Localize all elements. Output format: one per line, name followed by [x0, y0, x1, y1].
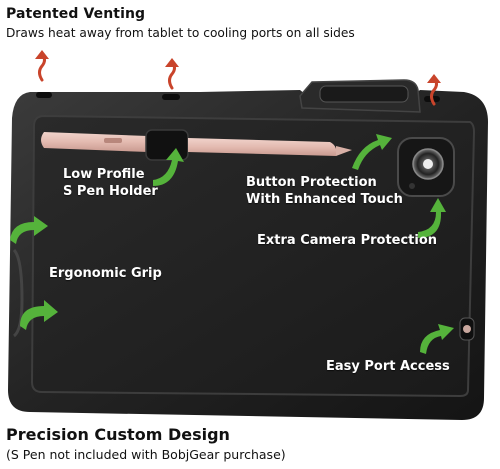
case-inner — [30, 114, 476, 398]
wavy-up-arrow-icon — [35, 50, 49, 82]
grip-ridge — [12, 248, 24, 338]
header-subtitle: Draws heat away from tablet to cooling p… — [6, 26, 355, 40]
callout-pen-holder: Low Profile S Pen Holder — [63, 166, 158, 200]
callout-pen-holder-line1: Low Profile — [63, 167, 145, 182]
curved-arrow-icon — [352, 134, 392, 170]
wavy-up-arrow-icon — [427, 74, 441, 106]
callout-camera: Extra Camera Protection — [257, 233, 438, 248]
callout-button-protection-line1: Button Protection — [246, 175, 377, 190]
curved-arrow-icon — [418, 198, 446, 238]
curved-arrow-icon — [20, 300, 58, 330]
curved-arrow-icon — [10, 216, 48, 244]
callout-button-protection: Button Protection With Enhanced Touch — [246, 174, 403, 208]
wavy-up-arrow-icon — [165, 58, 179, 90]
footer-title: Precision Custom Design — [6, 425, 230, 444]
s-pen — [41, 129, 352, 161]
callout-pen-holder-line2: S Pen Holder — [63, 184, 158, 199]
vent-slot — [36, 92, 52, 98]
curved-arrow-icon — [420, 324, 454, 354]
footer-subtitle: (S Pen not included with BobjGear purcha… — [6, 447, 286, 462]
header-title: Patented Venting — [6, 6, 146, 22]
button-cover — [319, 85, 409, 103]
callout-port: Easy Port Access — [326, 359, 450, 374]
camera-cutout — [397, 137, 455, 197]
vent-slot — [162, 94, 180, 100]
callout-grip: Ergonomic Grip — [49, 266, 162, 281]
curved-arrow-icon — [153, 148, 184, 186]
callout-button-protection-line2: With Enhanced Touch — [246, 192, 403, 207]
port-cutout — [459, 317, 475, 341]
